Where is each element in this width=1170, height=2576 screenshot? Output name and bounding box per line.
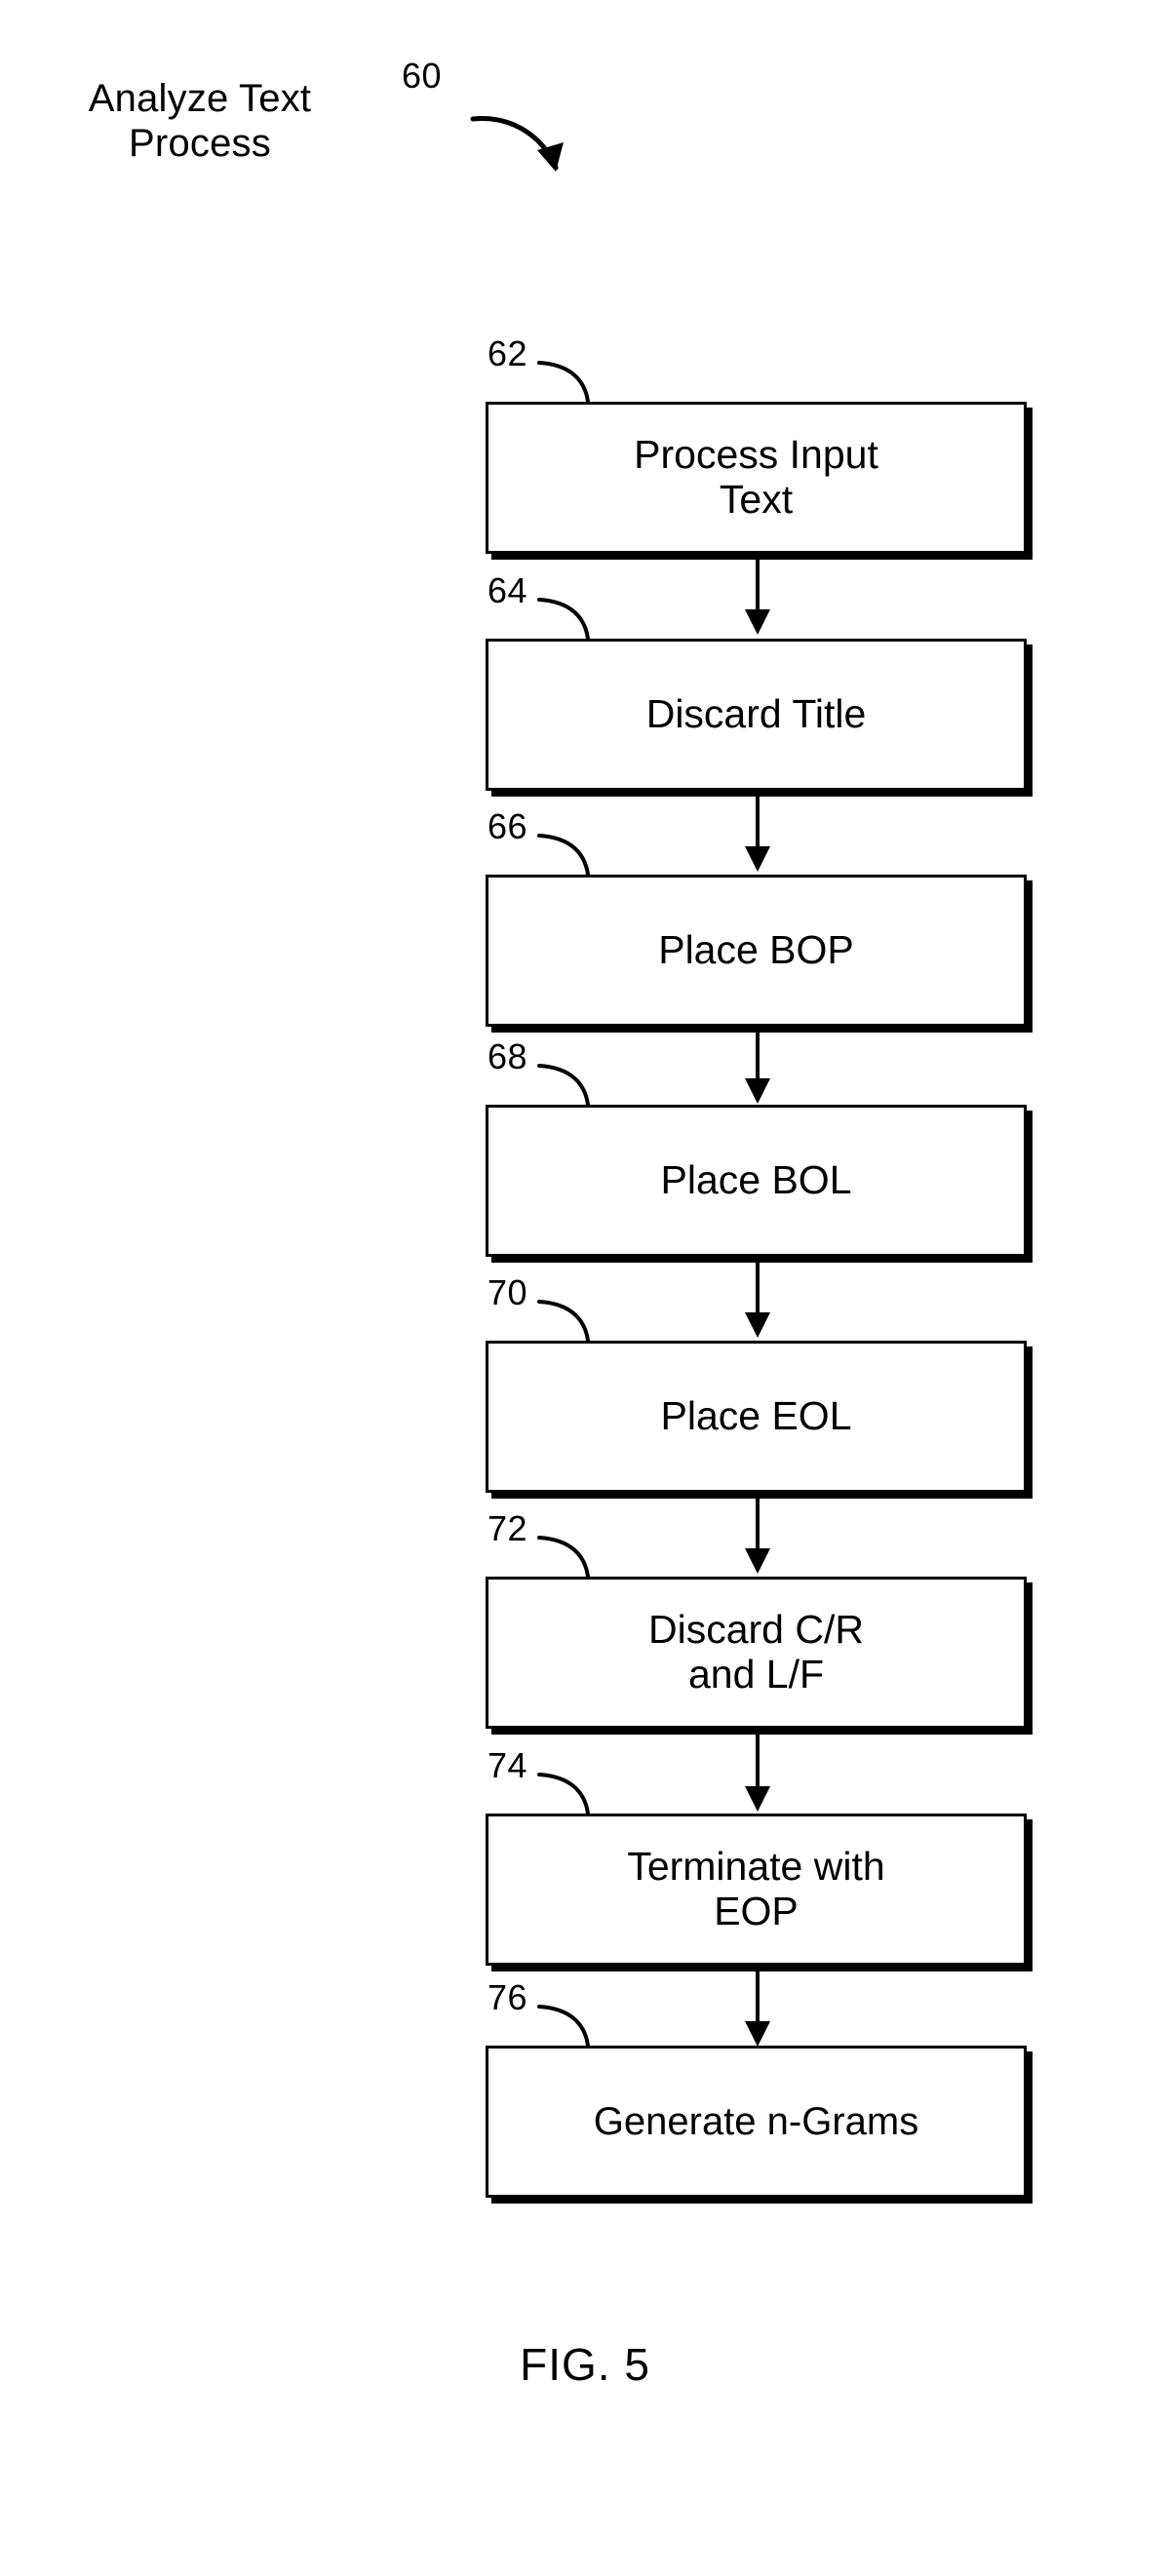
leader-curve-70 [537,1300,590,1343]
process-box-label: Discard C/R and L/F [648,1607,864,1697]
process-box-place-bol[interactable]: Place BOL [486,1105,1027,1257]
leader-curve-74 [537,1773,590,1815]
leader-curve-66 [537,834,590,877]
connector-stem [756,1260,760,1312]
connector-stem [756,557,760,609]
reference-numeral-62: 62 [488,333,528,373]
connector-arrowhead [745,1548,770,1574]
process-box-discard-title[interactable]: Discard Title [486,639,1027,791]
reference-numeral-60: 60 [402,56,443,96]
process-box-label: Place BOP [658,927,854,973]
process-box-terminate-with-eop[interactable]: Terminate with EOP [486,1814,1027,1966]
connector-arrowhead [745,1312,770,1338]
connector-arrow-3 [745,1030,770,1104]
connector-stem [756,794,760,846]
process-box-generate-n-grams[interactable]: Generate n-Grams [486,2046,1027,2198]
process-box-label: Place BOL [660,1157,852,1203]
reference-numeral-72: 72 [488,1508,528,1548]
connector-arrow-5 [745,1496,770,1574]
connector-arrowhead [745,846,770,872]
connector-arrow-4 [745,1260,770,1338]
connector-arrow-6 [745,1732,770,1812]
process-box-place-bop[interactable]: Place BOP [486,875,1027,1027]
reference-numeral-74: 74 [488,1745,528,1785]
process-box-label: Place EOL [660,1393,852,1439]
leader-curve-72 [537,1536,590,1579]
leader-curve-64 [537,598,590,641]
connector-stem [756,1969,760,2021]
process-box-discard-cr-lf[interactable]: Discard C/R and L/F [486,1577,1027,1729]
reference-numeral-66: 66 [488,806,528,846]
process-box-label: Process Input Text [634,432,878,522]
leader-curve-68 [537,1064,590,1107]
connector-stem [756,1030,760,1078]
process-box-label: Terminate with EOP [627,1844,885,1933]
reference-numeral-70: 70 [488,1272,528,1312]
process-box-label: Generate n-Grams [593,2099,919,2143]
process-box-label: Discard Title [645,691,867,737]
process-box-place-eol[interactable]: Place EOL [486,1341,1027,1493]
connector-stem [756,1732,760,1786]
connector-arrowhead [745,2021,770,2047]
reference-numeral-76: 76 [488,1977,528,2017]
connector-arrow-2 [745,794,770,872]
reference-numeral-64: 64 [488,570,528,610]
connector-arrow-7 [745,1969,770,2047]
connector-arrow-1 [745,557,770,635]
connector-arrowhead [745,1078,770,1104]
connector-arrowhead [745,1786,770,1812]
overall-pointer-arrow [470,116,564,172]
figure-caption: FIG. 5 [520,2339,650,2390]
leader-curve-62 [537,361,590,404]
figure-title: Analyze Text Process [88,77,312,165]
reference-numeral-68: 68 [488,1036,528,1076]
leader-curve-76 [537,2005,590,2048]
connector-stem [756,1496,760,1548]
connector-arrowhead [745,609,770,635]
process-box-process-input-text[interactable]: Process Input Text [486,402,1027,554]
